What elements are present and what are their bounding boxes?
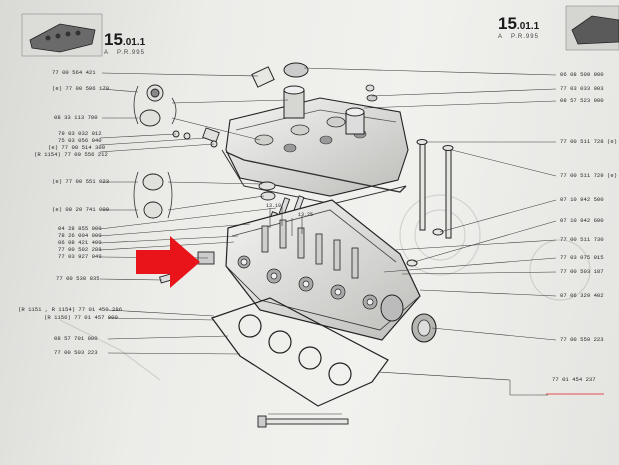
part-number-left: 77 00 530 835 (56, 275, 100, 282)
thumbnail-right (565, 5, 619, 51)
part-number-left: 79 03 032 012 (58, 130, 102, 137)
thumbnail-left (21, 13, 103, 57)
head-gasket (211, 297, 389, 407)
background-bleed (59, 194, 591, 381)
part-number-right: 77 01 454 237 (552, 376, 596, 383)
part-number-right: 77 03 033 003 (560, 85, 604, 92)
part-number-left: (e) 77 00 506 170 (52, 85, 110, 92)
breather (345, 84, 378, 135)
header-right: 15.01.1 A P.R.995 (498, 14, 540, 40)
part-number-left: 77 03 927 049 (58, 253, 102, 260)
long-bolts (406, 139, 454, 267)
header-left: 15.01.1 A P.R.995 (104, 30, 146, 56)
oil-filler-cap (251, 62, 309, 119)
part-number-right: 07 06 329 402 (560, 292, 604, 299)
left-small-parts (139, 84, 276, 219)
part-number-left: 04 28 855 000 (58, 225, 102, 232)
part-number-right: 77 03 075 015 (560, 254, 604, 261)
part-number-left: 08 57 701 000 (54, 335, 98, 342)
part-number-right: 77 00 559 223 (560, 336, 604, 343)
dimension-label-1: 13.10 (266, 203, 282, 209)
part-number-left: (e) 77 00 551 023 (52, 178, 110, 185)
part-number-right: 77 00 511 729 (e) (560, 172, 618, 179)
part-number-left: 78 26 004 000 (58, 232, 102, 239)
part-number-left: (R 1154) 77 00 556 212 (34, 151, 108, 158)
part-number-right: 77 00 511 728 (e) (560, 138, 618, 145)
part-number-right: 77 00 511 730 (560, 236, 604, 243)
leader-lines (99, 67, 557, 396)
part-number-left: (R 1156) 77 01 457 000 (44, 314, 118, 321)
part-number-left: 77 00 564 421 (52, 69, 96, 76)
part-number-right: 07 10 942 600 (560, 217, 604, 224)
part-number-left: 77 00 503 223 (54, 349, 98, 356)
cylinder-head (225, 199, 421, 341)
part-number-left: 75 03 056 040 (58, 137, 102, 144)
red-arrow (136, 236, 200, 288)
dimension-marks (269, 206, 303, 236)
part-number-left: 06 08 421 400 (58, 239, 102, 246)
callout-brackets (133, 85, 177, 219)
part-number-right: 07 10 942 500 (560, 196, 604, 203)
thermostat-housing (411, 313, 437, 343)
part-number-right: 06 08 509 900 (560, 71, 604, 78)
dimension-label-2: 13.25 (298, 212, 314, 218)
part-number-left: (e) 77 00 514 309 (48, 144, 106, 151)
part-number-left: 77 00 502 288 (58, 246, 102, 253)
part-number-left: (R 1151 , R 1154) 77 01 450 286 (18, 306, 123, 313)
part-number-right: 77 00 503 187 (560, 268, 604, 275)
cover-gasket (225, 151, 407, 193)
head-bolt (257, 413, 349, 428)
part-number-right: 08 57 523 900 (560, 97, 604, 104)
part-number-left: 08 33 113 700 (54, 114, 98, 121)
part-number-left: (e) 08 20 741 000 (52, 206, 110, 213)
